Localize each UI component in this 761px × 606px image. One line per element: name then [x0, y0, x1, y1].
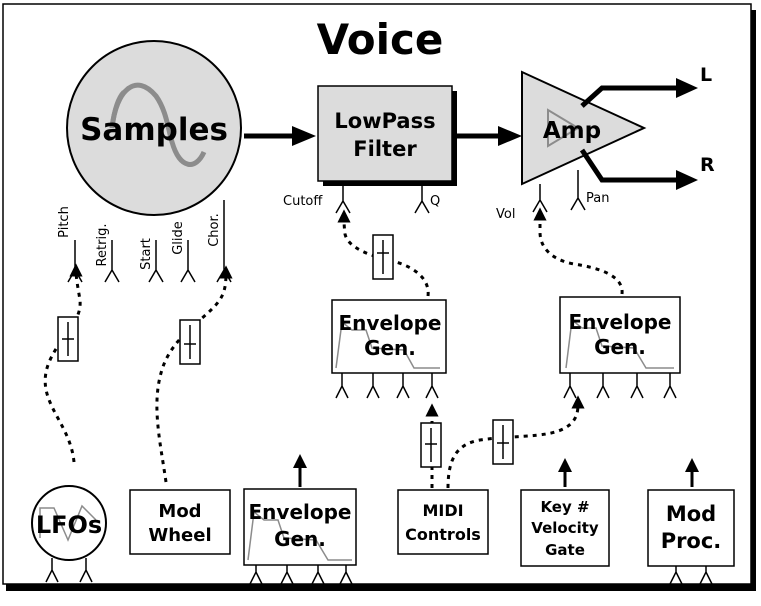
samples-label: Samples: [80, 112, 228, 148]
pan-jack: [570, 170, 586, 211]
filter-env-jacks: [335, 373, 439, 399]
chorus-label: Chor.: [207, 213, 222, 247]
mod-proc-jacks: [669, 566, 713, 585]
mod-proc-label-line2: Proc.: [661, 529, 722, 553]
mod-proc-box: [647, 489, 735, 567]
filter-to-amp-arrow: [498, 126, 522, 146]
envelope-source-box: [243, 488, 357, 566]
lfos-label: LFOs: [36, 511, 102, 539]
envelope-curve-icon: [335, 320, 440, 369]
envelope-source-label-line2: Gen.: [274, 527, 326, 551]
amp-env-label-line1: Envelope: [569, 310, 672, 334]
q-jack: [414, 186, 430, 214]
lfos-circle: [31, 485, 107, 561]
left-output-line: [580, 85, 678, 108]
amp-inner-triangle-icon: [547, 108, 580, 148]
left-output-arrow: [676, 78, 698, 98]
key-label-line3: Gate: [545, 541, 585, 559]
glide-jack: [180, 240, 196, 283]
left-output-label: L: [700, 64, 712, 86]
source-output-arrows: [298, 466, 694, 487]
samples-block: Samples: [66, 40, 242, 216]
start-label: Start: [139, 238, 154, 270]
key-label-line1: Key #: [540, 498, 589, 516]
modwheel-amount-fader-icon: [179, 319, 201, 365]
filter-env-label-line1: Envelope: [339, 311, 442, 335]
amp-env-label-line2: Gen.: [594, 335, 646, 359]
midi-controls-label-line2: Controls: [405, 525, 481, 544]
mod-wheel-label-line2: Wheel: [148, 525, 211, 546]
mod-proc-source: Mod Proc.: [647, 489, 735, 567]
right-output-label: R: [700, 154, 715, 176]
filter-env-label-line2: Gen.: [364, 336, 416, 360]
midi-controls-label-line1: MIDI: [422, 501, 463, 520]
amp-envelope-block: Envelope Gen.: [559, 296, 681, 374]
retrig-jack: [104, 240, 120, 283]
samples-circle: [66, 40, 242, 216]
vol-label: Vol: [496, 207, 515, 222]
filter-envelope-block: Envelope Gen.: [331, 299, 447, 374]
key-velocity-gate-source: Key # Velocity Gate: [520, 489, 610, 567]
midi-filter-amount-fader-icon: [420, 422, 442, 468]
midi-controls-source: MIDI Controls: [397, 489, 489, 555]
filter-env-amount-fader-icon: [372, 234, 394, 280]
pan-label: Pan: [586, 191, 609, 206]
cutoff-label: Cutoff: [283, 194, 323, 209]
retrig-label: Retrig.: [95, 224, 110, 267]
cutoff-jack: [335, 186, 351, 214]
lfo-to-pitch-route: [43, 263, 83, 463]
sine-wave-icon-upper: [109, 90, 126, 129]
key-label-line2: Velocity: [531, 519, 599, 537]
right-output-arrow: [676, 170, 698, 190]
envelope-curve-icon: [247, 510, 352, 561]
start-jack: [148, 240, 164, 283]
modwheel-to-chorus-route: [155, 265, 233, 483]
sine-wave-icon: [109, 82, 207, 167]
amp-env-jacks: [563, 373, 677, 399]
amp-label: Amp: [543, 118, 601, 144]
lfo-amount-fader-icon: [57, 316, 79, 362]
mod-wheel-label-line1: Mod: [158, 501, 201, 522]
filter-label-line2: Filter: [353, 137, 417, 161]
envelope-source: Envelope Gen.: [243, 488, 357, 566]
envelope-source-jacks: [249, 565, 353, 585]
source-arrowheads: [293, 454, 699, 472]
filter-inputs: [335, 186, 430, 214]
filter-box: [317, 85, 453, 182]
q-label: Q: [430, 194, 440, 209]
key-velocity-gate-box: [520, 489, 610, 567]
filter-label-line1: LowPass: [334, 109, 435, 133]
midi-amp-amount-fader-icon: [492, 419, 514, 465]
fader-icons: [57, 234, 514, 468]
amp-block: Amp: [521, 70, 647, 186]
amp-env-box: [559, 296, 681, 374]
right-output-line: [579, 148, 678, 183]
pitch-label: Pitch: [57, 206, 72, 238]
mod-wheel-source: Mod Wheel: [129, 489, 231, 555]
midi-controls-box: [397, 489, 489, 555]
lfos-jacks: [45, 558, 93, 583]
lfo-wave-icon: [39, 504, 97, 542]
glide-label: Glide: [171, 221, 186, 255]
frame-shadow-bottom: [6, 584, 756, 591]
frame-shadow-right: [751, 10, 756, 591]
lowpass-filter-block: LowPass Filter: [317, 85, 457, 186]
mod-wheel-box: [129, 489, 231, 555]
diagram-title: Voice: [317, 15, 444, 64]
filter-env-box: [331, 299, 447, 374]
envelope-curve-icon: [565, 318, 674, 369]
samples-to-filter-arrow: [292, 126, 316, 146]
mod-proc-label-line1: Mod: [666, 502, 716, 526]
lfos-source: LFOs: [31, 485, 107, 561]
envelope-source-label-line1: Envelope: [249, 500, 352, 524]
